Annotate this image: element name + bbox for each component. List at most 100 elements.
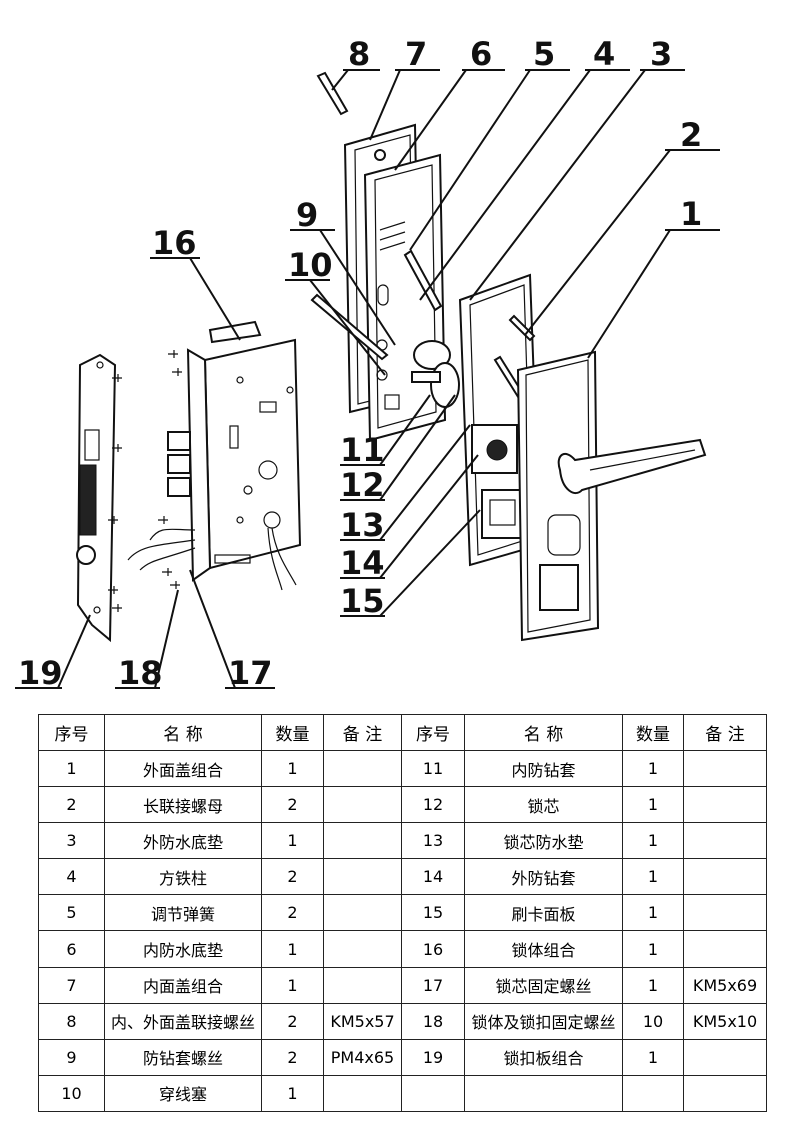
cell: 8 (38, 1002, 105, 1040)
callout-15: 15 (340, 582, 385, 620)
cell (323, 858, 402, 896)
callout-16: 16 (152, 224, 197, 262)
cell: 锁体组合 (464, 930, 623, 968)
cell: PM4x65 (323, 1038, 402, 1076)
callout-2: 2 (680, 116, 702, 154)
header-remark: 备 注 (683, 714, 767, 751)
table-header-row: 序号 名 称 数量 备 注 序号 名 称 数量 备 注 (38, 714, 767, 751)
cell: 长联接螺母 (104, 786, 262, 824)
callout-18: 18 (118, 654, 163, 692)
cell: 1 (622, 786, 684, 824)
cell: 锁芯固定螺丝 (464, 966, 623, 1004)
lock-body-drawing (127, 320, 302, 591)
cell: 10 (622, 1002, 684, 1040)
cell (683, 786, 767, 824)
callout-12: 12 (340, 466, 385, 504)
exploded-lock-diagram: 8 7 6 5 4 3 2 1 9 10 16 11 12 13 14 15 1… (15, 35, 720, 692)
callout-10: 10 (288, 246, 333, 284)
cell (323, 822, 402, 860)
header-remark: 备 注 (323, 714, 402, 751)
cell: 锁扣板组合 (464, 1038, 623, 1076)
cell (323, 894, 402, 932)
cell: 1 (261, 930, 324, 968)
inner-cover-drawing (343, 123, 447, 442)
cell: 1 (622, 930, 684, 968)
header-name: 名 称 (104, 714, 262, 751)
cell: 14 (401, 858, 465, 896)
cell: 6 (38, 930, 105, 968)
cell (622, 1074, 684, 1113)
cell: 1 (261, 749, 324, 788)
leader-lines (15, 69, 720, 689)
cell: 1 (261, 1074, 324, 1113)
cell: 17 (401, 966, 465, 1004)
cell: 2 (261, 894, 324, 932)
outer-cover-drawing (516, 350, 707, 642)
cell: 7 (38, 966, 105, 1004)
header-quantity: 数量 (261, 714, 324, 751)
callout-13: 13 (340, 506, 385, 544)
cell: 13 (401, 822, 465, 860)
callout-9: 9 (296, 196, 318, 234)
cell: 1 (261, 966, 324, 1004)
cell: 1 (622, 894, 684, 932)
cell: 刷卡面板 (464, 894, 623, 932)
cell: 1 (38, 749, 105, 788)
cell: 方铁柱 (104, 858, 262, 896)
callout-19: 19 (18, 654, 63, 692)
cell: 3 (38, 822, 105, 860)
cell: 19 (401, 1038, 465, 1076)
cell: 锁芯防水垫 (464, 822, 623, 860)
cell: 防钻套螺丝 (104, 1038, 262, 1076)
cell: 锁体及锁扣固定螺丝 (464, 1002, 623, 1040)
cell: 内防水底垫 (104, 930, 262, 968)
cell: 外面盖组合 (104, 749, 262, 788)
cell: 1 (622, 822, 684, 860)
header-quantity: 数量 (622, 714, 684, 751)
cell (323, 1074, 402, 1113)
cell: 15 (401, 894, 465, 932)
callout-5: 5 (533, 35, 555, 73)
cell: 内面盖组合 (104, 966, 262, 1004)
cell (683, 749, 767, 788)
cell (323, 966, 402, 1004)
callout-1: 1 (680, 195, 702, 233)
callout-7: 7 (405, 35, 427, 73)
cell: 9 (38, 1038, 105, 1076)
callout-17: 17 (228, 654, 273, 692)
cell: 18 (401, 1002, 465, 1040)
cell: 1 (622, 749, 684, 788)
cell (683, 822, 767, 860)
cell: 1 (622, 858, 684, 896)
cell: 2 (38, 786, 105, 824)
cell: 11 (401, 749, 465, 788)
cell (323, 930, 402, 968)
cell (464, 1074, 623, 1113)
cell: 调节弹簧 (104, 894, 262, 932)
cell (683, 1038, 767, 1076)
header-index: 序号 (401, 714, 465, 751)
callout-14: 14 (340, 544, 385, 582)
cell: 2 (261, 1002, 324, 1040)
long-screw-drawing (310, 293, 389, 361)
header-name: 名 称 (464, 714, 623, 751)
cell: 16 (401, 930, 465, 968)
strike-plate-drawing (76, 353, 122, 643)
cell: 1 (622, 966, 684, 1004)
cell: KM5x69 (683, 966, 767, 1004)
cell: 2 (261, 786, 324, 824)
cell (401, 1074, 465, 1113)
cell (683, 894, 767, 932)
cell: 内、外面盖联接螺丝 (104, 1002, 262, 1040)
cell: KM5x57 (323, 1002, 402, 1040)
